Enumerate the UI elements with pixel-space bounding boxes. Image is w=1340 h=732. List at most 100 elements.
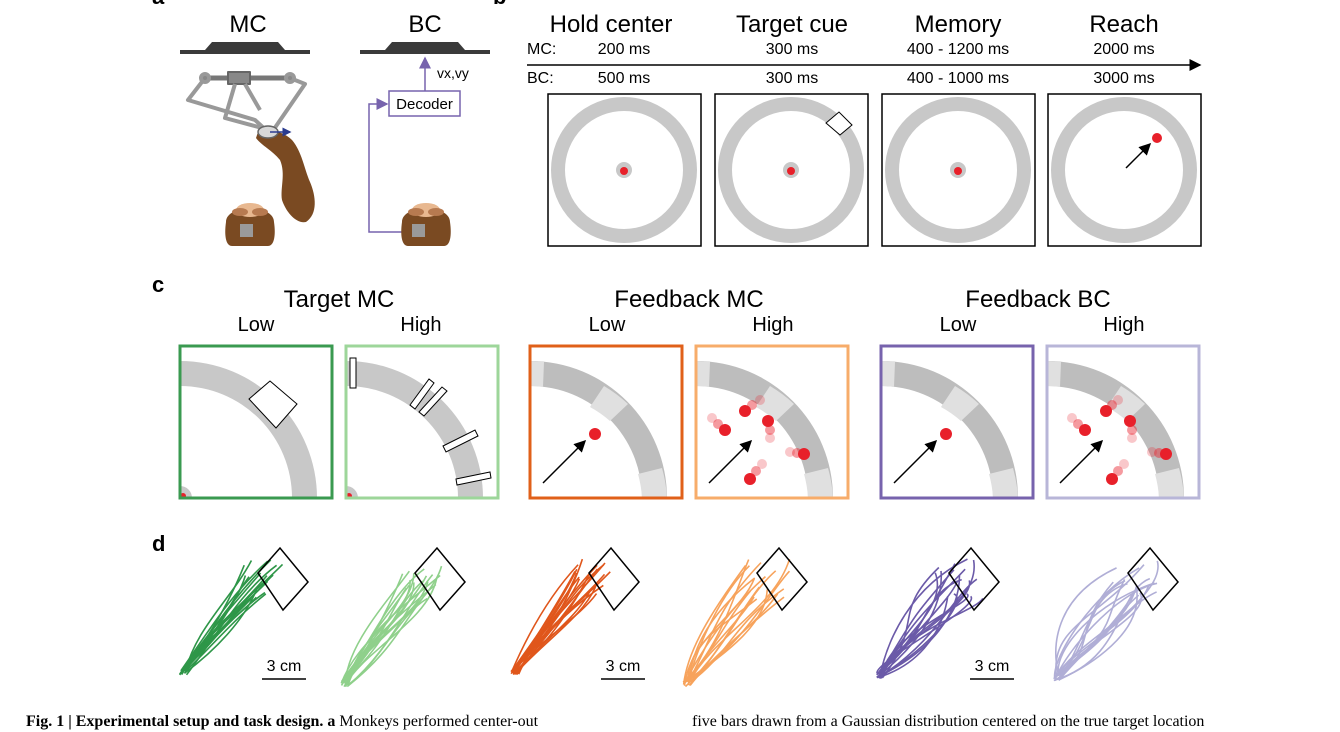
- condition-box-target-mc-high: [344, 344, 500, 500]
- panel-d: d 3 cm 3 cm 3 cm: [152, 531, 1179, 688]
- label-low-feedback-mc: Low: [589, 314, 626, 336]
- task-box-reach: [1047, 93, 1202, 247]
- label-high-feedback-mc: High: [752, 314, 793, 336]
- target-outline: [257, 546, 309, 612]
- trajectory-line: [1058, 560, 1159, 681]
- trajectory-line: [876, 575, 961, 679]
- target-outline: [414, 546, 466, 612]
- target-outline: [756, 546, 808, 612]
- trajectory-line: [346, 573, 415, 686]
- trajectory-line: [683, 578, 756, 686]
- trajectory-line: [684, 589, 769, 683]
- trajectory-line: [184, 591, 266, 671]
- mc-duration-reach: 2000 ms: [1093, 41, 1154, 58]
- figure-canvas: a MC BC: [152, 0, 1202, 688]
- row-label-bc: BC:: [527, 70, 554, 87]
- target-outline: [588, 546, 640, 612]
- task-box-hold: [547, 93, 702, 247]
- label-high-feedback-bc: High: [1103, 314, 1144, 336]
- bc-duration-target: 300 ms: [766, 70, 818, 87]
- caption-left-bold: Fig. 1 | Experimental setup and task des…: [26, 713, 336, 730]
- trajectory-line: [687, 565, 750, 683]
- trajectory-line: [343, 578, 438, 688]
- neural-signal-path: [368, 98, 418, 233]
- trajectory-line: [344, 570, 410, 687]
- bc-duration-reach: 3000 ms: [1093, 70, 1154, 87]
- task-box-target-cue: [714, 93, 869, 247]
- target-outline: [948, 546, 1000, 612]
- trajectory-line: [181, 575, 268, 675]
- phase-title-target-cue: Target cue: [736, 11, 848, 38]
- scale-label-3: 3 cm: [975, 658, 1010, 675]
- phase-title-hold: Hold center: [550, 11, 673, 38]
- panel-a-letter: a: [152, 0, 165, 9]
- row-label-mc: MC:: [527, 41, 556, 58]
- bc-monitor-icon: [360, 42, 490, 54]
- target-outline: [1127, 546, 1179, 612]
- trajectory-line: [877, 596, 949, 679]
- mc-monitor-icon: [180, 42, 310, 54]
- condition-box-feedback-bc-low: [879, 344, 1035, 500]
- bc-duration-memory: 400 - 1000 ms: [907, 70, 1009, 87]
- trajectory-line: [876, 559, 975, 676]
- trajectory-plots: [178, 546, 1179, 688]
- trajectory-line: [184, 589, 258, 674]
- trajectory-line: [510, 571, 611, 675]
- trajectory-line: [344, 581, 429, 685]
- condition-box-feedback-mc-high: [694, 344, 850, 500]
- decoder-box: Decoder: [388, 90, 461, 117]
- label-high-target-mc: High: [400, 314, 441, 336]
- trajectory-line: [185, 593, 267, 672]
- group-title-target-mc: Target MC: [284, 286, 395, 313]
- velocity-label: vx,vy: [437, 65, 469, 81]
- phase-title-memory: Memory: [915, 11, 1002, 38]
- group-title-feedback-mc: Feedback MC: [614, 286, 763, 313]
- condition-box-feedback-mc-low: [528, 344, 684, 500]
- trajectory-line: [1055, 567, 1117, 676]
- panel-b-letter: b: [493, 0, 506, 9]
- caption-right: five bars drawn from a Gaussian distribu…: [692, 713, 1205, 730]
- trajectory-line: [688, 558, 791, 683]
- panel-d-letter: d: [152, 531, 165, 556]
- label-low-feedback-bc: Low: [940, 314, 977, 336]
- bc-duration-hold: 500 ms: [598, 70, 650, 87]
- trajectory-line: [1055, 580, 1126, 678]
- trajectory-line: [881, 570, 942, 675]
- bc-monkey-head-icon: [401, 203, 451, 246]
- mc-duration-hold: 200 ms: [598, 41, 650, 58]
- monkey-arm-icon: [256, 125, 315, 223]
- trajectory-line: [340, 580, 411, 684]
- mc-duration-target: 300 ms: [766, 41, 818, 58]
- trajectory-line: [1059, 591, 1138, 681]
- condition-box-feedback-bc-high: [1045, 344, 1201, 500]
- trajectory-line: [1053, 567, 1140, 678]
- panel-a: a MC BC: [152, 0, 490, 246]
- panel-c: c Target MC Feedback MC Feedback BC Low …: [152, 272, 1201, 500]
- trajectory-line: [879, 568, 966, 680]
- trajectory-line: [1054, 582, 1158, 681]
- scale-label-2: 3 cm: [606, 658, 641, 675]
- decoder-label: Decoder: [396, 96, 453, 113]
- caption-left-rest: Monkeys performed center-out: [335, 713, 539, 730]
- trajectory-line: [876, 595, 972, 674]
- panel-b: b Hold center Target cue Memory Reach MC…: [493, 0, 1202, 247]
- trajectory-line: [511, 564, 579, 672]
- trajectory-line: [513, 574, 590, 675]
- label-low-target-mc: Low: [238, 314, 275, 336]
- panel-a-mc-title: MC: [229, 11, 266, 38]
- exoskeleton-robot-icon: [186, 71, 307, 134]
- trajectory-line: [682, 564, 747, 685]
- task-box-memory: [881, 93, 1036, 247]
- trajectory-line: [689, 593, 779, 686]
- caption-left: Fig. 1 | Experimental setup and task des…: [26, 712, 538, 732]
- phase-title-reach: Reach: [1089, 11, 1158, 38]
- panel-a-bc-title: BC: [408, 11, 441, 38]
- mc-duration-memory: 400 - 1200 ms: [907, 41, 1009, 58]
- trajectory-line: [687, 562, 762, 683]
- scale-label-1: 3 cm: [267, 658, 302, 675]
- trajectory-line: [1059, 592, 1143, 679]
- trajectory-line: [342, 582, 415, 684]
- mc-monkey-head-icon: [225, 203, 275, 246]
- condition-box-target-mc-low: [178, 344, 334, 500]
- panel-c-letter: c: [152, 272, 164, 297]
